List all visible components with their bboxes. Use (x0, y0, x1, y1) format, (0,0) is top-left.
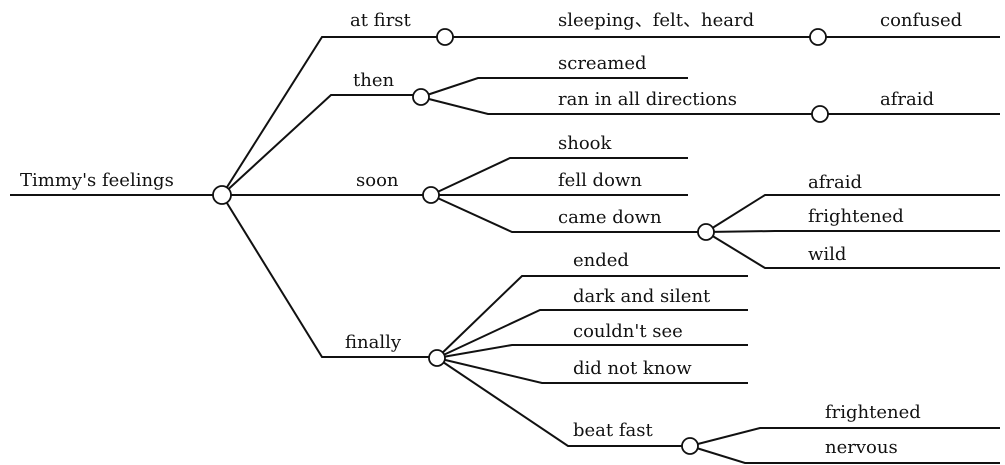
node-sleeping (809, 28, 827, 46)
action-line (430, 157, 688, 196)
root-node (212, 185, 232, 205)
action-line (420, 77, 688, 98)
node-finally (428, 349, 446, 367)
feeling-label: frightened (825, 402, 921, 423)
feeling-line (689, 427, 1000, 447)
feeling-label: nervous (825, 437, 898, 458)
stage-label-then: then (353, 70, 394, 91)
node-then (412, 88, 430, 106)
action-label: couldn't see (573, 321, 683, 342)
action-label: screamed (558, 53, 647, 74)
stage-branch-then (221, 94, 420, 196)
action-line (430, 194, 706, 233)
feeling-label: frightened (808, 206, 904, 227)
action-label: beat fast (573, 420, 653, 441)
feeling-label: wild (808, 244, 846, 265)
node-at-first (436, 28, 454, 46)
stage-label-soon: soon (356, 170, 399, 191)
action-line (436, 357, 748, 384)
action-label: dark and silent (573, 286, 711, 307)
action-label: did not know (573, 358, 692, 379)
feeling-label: confused (880, 10, 962, 31)
feeling-line (705, 231, 1000, 269)
action-label: ran in all directions (558, 89, 737, 110)
stage-branch-at-first (221, 36, 440, 196)
action-label: sleeping、felt、heard (558, 10, 754, 31)
node-came-down (697, 223, 715, 241)
action-label: came down (558, 207, 662, 228)
stage-label-at-first: at first (350, 10, 412, 31)
root-label: Timmy's feelings (20, 170, 174, 191)
action-label: ended (573, 250, 629, 271)
feeling-line (705, 230, 1000, 233)
stage-branch-finally (221, 194, 437, 358)
node-ran (811, 105, 829, 123)
feeling-label: afraid (880, 89, 934, 110)
action-line (436, 309, 748, 359)
action-line (436, 344, 748, 359)
stage-label-finally: finally (345, 332, 402, 353)
action-label: shook (558, 133, 613, 154)
action-line (420, 96, 820, 115)
feeling-label: afraid (808, 172, 862, 193)
feeling-line (705, 194, 1000, 233)
node-beat-fast (681, 437, 699, 455)
node-soon (422, 186, 440, 204)
feeling-line (689, 445, 1000, 464)
action-label: fell down (558, 170, 642, 191)
action-line (436, 357, 690, 447)
action-line (436, 275, 748, 359)
